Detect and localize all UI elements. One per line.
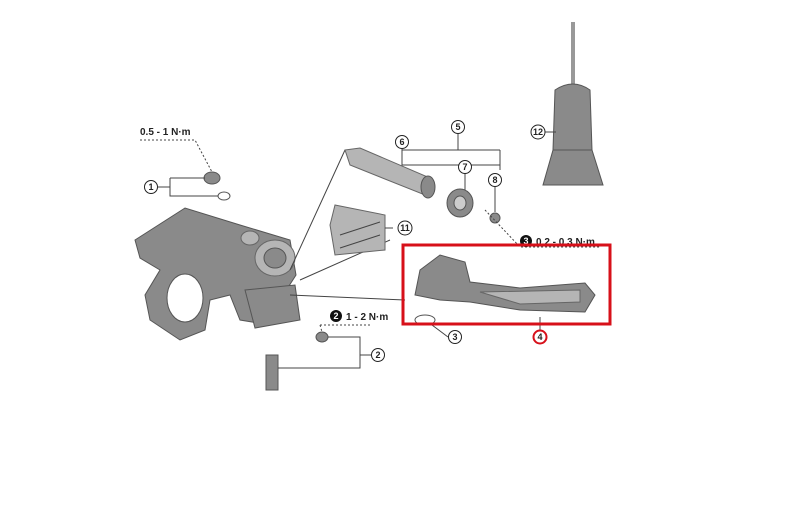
callout-circle-1 [144,180,158,194]
highlight-box-part-4 [401,243,612,326]
callout-6: 6 [399,137,404,147]
lever-body-part [134,207,301,341]
callout-2: 2 [375,350,380,360]
torque-label-bolt-1: 0.5 - 1 N·m [140,127,191,138]
callout-3: 3 [452,332,457,342]
part-11 [329,204,386,256]
callout-1: 1 [148,182,153,192]
callout-8: 8 [492,175,497,185]
callout-7: 7 [462,162,467,172]
clamp-nut-part [315,331,329,343]
callout-circle-2 [371,348,385,362]
lever-blade-part-4 [414,254,596,313]
callout-4: 4 [537,332,542,342]
sleeve-part-6 [344,147,431,196]
callout-5: 5 [455,122,460,132]
bleed-cup-part-12 [542,22,604,186]
part-8 [489,212,501,224]
torque-badge-2 [330,310,342,322]
torque-badge-2-text: 2 [333,311,338,321]
torque-label-lever-pivot: 0.2 - 0.3 N·m [536,237,595,248]
clamp-bolt-part [265,354,279,391]
torque-badge-3-text: 3 [523,236,528,246]
torque-label-clamp: 1 - 2 N·m [346,312,388,323]
bolt-part-1 [203,171,231,201]
callout-12: 12 [533,127,543,137]
callout-11: 11 [400,223,410,233]
